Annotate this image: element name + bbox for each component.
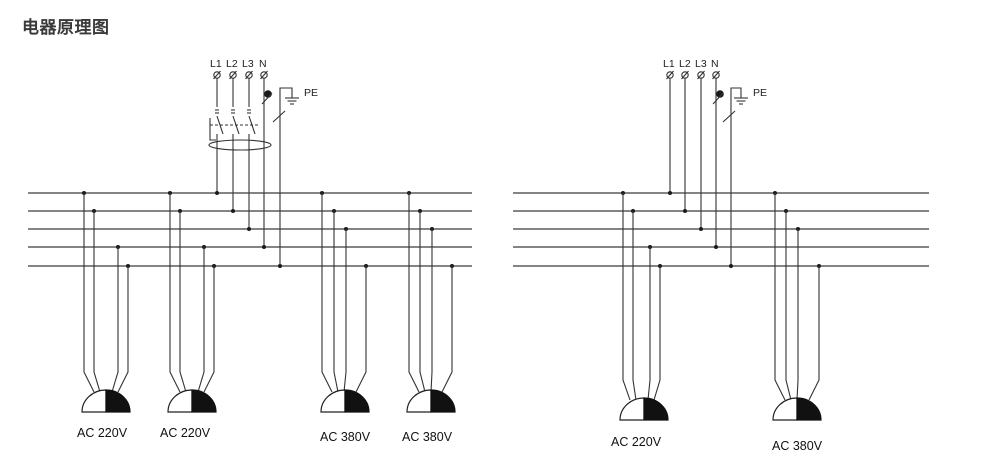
terminal-symbol xyxy=(666,70,720,80)
load-feeder-2 xyxy=(773,191,821,401)
pe-label: PE xyxy=(753,87,767,99)
terminal-label-l2: L2 xyxy=(226,58,238,70)
terminal-label-l3: L3 xyxy=(695,58,707,70)
load-label-3: AC 380V xyxy=(320,430,371,444)
load-label-2: AC 220V xyxy=(160,426,211,440)
load-feeder-3 xyxy=(320,191,368,393)
load-symbol xyxy=(81,389,456,413)
load-feeder-1 xyxy=(82,191,130,393)
terminal-label-l3: L3 xyxy=(242,58,254,70)
load-label-2: AC 380V xyxy=(772,439,823,453)
terminal-label-l2: L2 xyxy=(679,58,691,70)
switch-symbol xyxy=(208,78,272,229)
terminal-label-l1: L1 xyxy=(663,58,675,70)
load-label-1: AC 220V xyxy=(77,426,128,440)
ground-icon xyxy=(734,97,748,105)
right-diagram: L1 L2 L3 N PE xyxy=(513,58,929,453)
left-diagram: L1 L2 L3 N PE xyxy=(28,58,472,444)
busbars xyxy=(28,192,472,267)
load-feeder-2 xyxy=(168,191,216,393)
busbars xyxy=(513,192,929,267)
ground-icon xyxy=(285,97,299,105)
load-label-4: AC 380V xyxy=(402,430,453,444)
terminal-label-n: N xyxy=(711,58,719,70)
page-title: 电器原理图 xyxy=(22,18,110,38)
load-symbol xyxy=(619,397,822,421)
terminal-label-n: N xyxy=(259,58,267,70)
pe-label: PE xyxy=(304,87,318,99)
load-feeder-1 xyxy=(621,191,662,401)
terminal-label-l1: L1 xyxy=(210,58,222,70)
terminal-symbol xyxy=(213,70,268,80)
load-feeder-4 xyxy=(407,191,454,393)
load-label-1: AC 220V xyxy=(611,435,662,449)
